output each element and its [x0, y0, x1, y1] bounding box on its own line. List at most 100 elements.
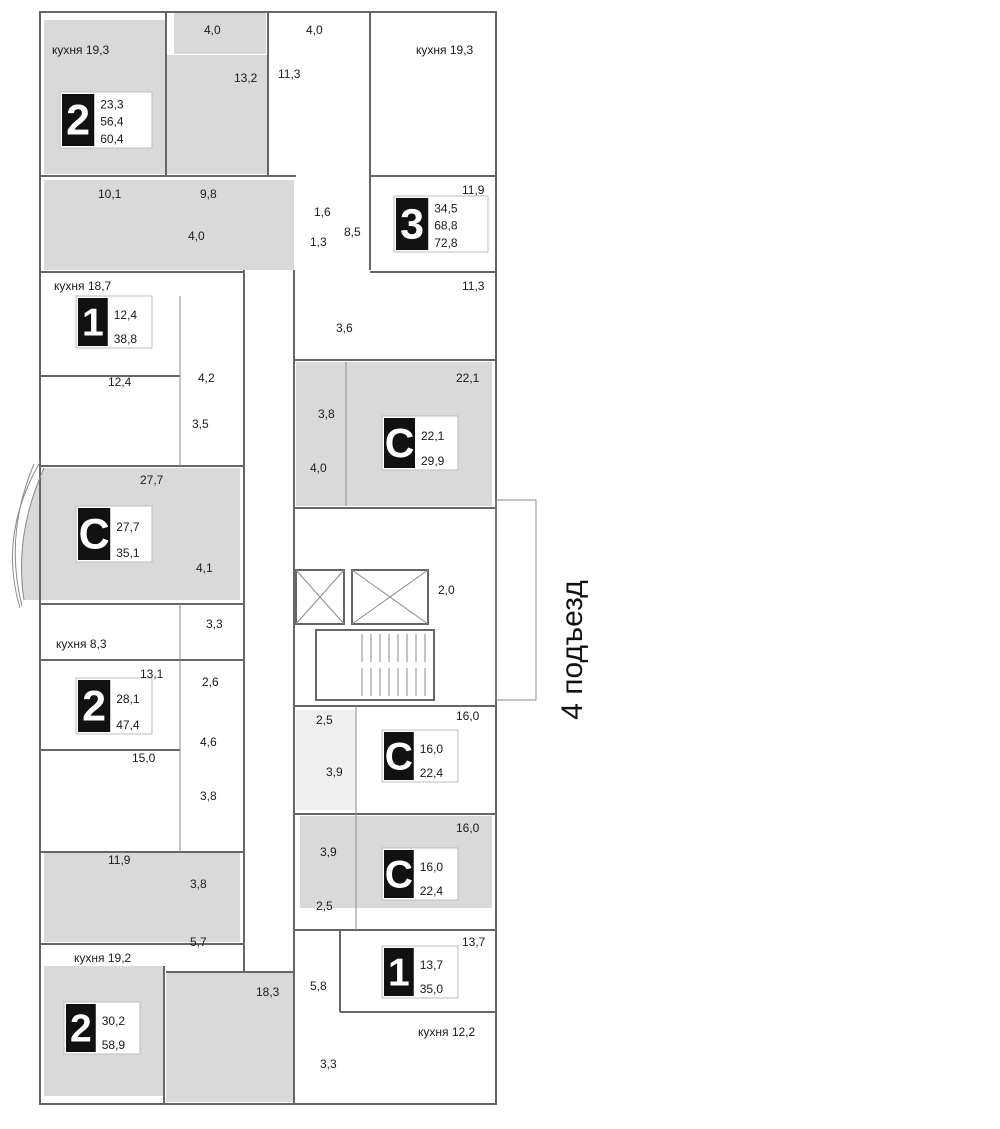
- room-label: 5,8: [310, 979, 327, 993]
- room-label: 4,1: [196, 561, 213, 575]
- room-label: 4,0: [310, 461, 327, 475]
- apartment-type: С: [79, 511, 110, 559]
- room-label: 18,3: [256, 985, 280, 999]
- apartment-area: 28,1: [116, 692, 140, 706]
- apartment-area: 72,8: [434, 236, 458, 250]
- apartment-badge: С 27,7 35,1: [75, 505, 153, 563]
- room-label: 2,5: [316, 713, 333, 727]
- room-label: 2,5: [316, 899, 333, 913]
- room-label: 13,7: [462, 935, 486, 949]
- room-label: 3,8: [318, 407, 335, 421]
- apartment-type-box: [384, 418, 415, 468]
- room-label: кухня 12,2: [418, 1025, 476, 1039]
- apartment-type: 2: [82, 683, 106, 731]
- room-label: кухня 18,7: [54, 279, 112, 293]
- room-label: 9,8: [200, 187, 217, 201]
- apartment-area: 27,7: [116, 520, 140, 534]
- room-label: 3,5: [192, 417, 209, 431]
- room-label: 4,6: [200, 735, 217, 749]
- apartment-type-box: [66, 1004, 96, 1052]
- room-label: 2,0: [438, 583, 455, 597]
- room-label: 4,0: [188, 229, 205, 243]
- room-label: 11,3: [278, 67, 301, 81]
- apartment-area: 16,0: [420, 742, 444, 756]
- apartment-area: 12,4: [114, 308, 138, 322]
- apartment-type-box: [396, 198, 429, 250]
- entrance-label: 4 подъезд: [556, 580, 589, 720]
- apartment-type: С: [385, 853, 413, 896]
- apartment-area: 34,5: [434, 201, 458, 215]
- apartment-type-box: [384, 732, 414, 780]
- apartment-type: 1: [388, 951, 410, 994]
- apartment-type-box: [62, 94, 95, 146]
- room-label: 16,0: [456, 821, 480, 835]
- room-label: 8,5: [344, 225, 361, 239]
- apartment-area: 13,7: [420, 958, 444, 972]
- apartment-badge: 3 34,5 68,8 72,8: [393, 195, 489, 253]
- apartment-type: 2: [66, 97, 90, 145]
- room-label: 3,3: [206, 617, 223, 631]
- room-label: 3,3: [320, 1057, 337, 1071]
- apartment-type: С: [385, 735, 413, 778]
- apartment-type: 2: [70, 1007, 92, 1050]
- room-label: 1,6: [314, 205, 331, 219]
- room-label: 4,2: [198, 371, 215, 385]
- room-label: 12,4: [108, 375, 132, 389]
- room-label: 4,0: [306, 23, 323, 37]
- room-label: 11,9: [462, 183, 485, 197]
- room-label: 15,0: [132, 751, 156, 765]
- room-label: кухня 19,3: [416, 43, 474, 57]
- room-label: кухня 19,3: [52, 43, 110, 57]
- apartment-type-box: [78, 508, 111, 560]
- apartment-area: 68,8: [434, 219, 458, 233]
- apartment-area: 56,4: [100, 115, 124, 129]
- room-label: 13,2: [234, 71, 258, 85]
- room-label: 10,1: [98, 187, 122, 201]
- core: [295, 569, 435, 701]
- apartment-area: 22,4: [420, 766, 444, 780]
- apartment-badge: С 16,0 22,4: [381, 847, 459, 901]
- apartment-type-box: [384, 850, 414, 898]
- apartment-badge: С 16,0 22,4: [381, 729, 459, 783]
- apartment-type-box: [78, 298, 108, 346]
- room-label: 16,0: [456, 709, 480, 723]
- apartment-area: 58,9: [102, 1038, 126, 1052]
- room-label: 3,8: [200, 789, 217, 803]
- room-label: 4,0: [204, 23, 221, 37]
- room-label: 3,6: [336, 321, 353, 335]
- apartment-area: 29,9: [421, 454, 445, 468]
- room-label: 13,1: [140, 667, 164, 681]
- room-label: 5,7: [190, 935, 207, 949]
- walls: [12, 11, 537, 1105]
- room-label: 3,8: [190, 877, 207, 891]
- room-label: 3,9: [320, 845, 337, 859]
- apartment-badge: 1 12,4 38,8: [75, 295, 153, 349]
- apartment-area: 16,0: [420, 860, 444, 874]
- apartment-type-box: [78, 680, 111, 732]
- room-label: кухня 8,3: [56, 637, 107, 651]
- apartment-area: 38,8: [114, 332, 138, 346]
- apartment-type: 1: [82, 301, 104, 344]
- room-label: 27,7: [140, 473, 164, 487]
- room-label: 2,6: [202, 675, 219, 689]
- apartment-area: 22,1: [421, 429, 445, 443]
- room-label: 11,9: [108, 853, 131, 867]
- room-label: 3,9: [326, 765, 343, 779]
- apartment-badge: 2 30,2 58,9: [63, 1001, 141, 1055]
- room-label: 22,1: [456, 371, 480, 385]
- room-label: 1,3: [310, 235, 327, 249]
- room-label: кухня 19,2: [74, 951, 132, 965]
- apartment-area: 35,1: [116, 546, 140, 560]
- apartment-area: 22,4: [420, 884, 444, 898]
- apartment-type: 3: [400, 201, 424, 249]
- room-label: 11,3: [462, 279, 485, 293]
- apartment-type-box: [384, 948, 414, 996]
- apartment-area: 30,2: [102, 1014, 126, 1028]
